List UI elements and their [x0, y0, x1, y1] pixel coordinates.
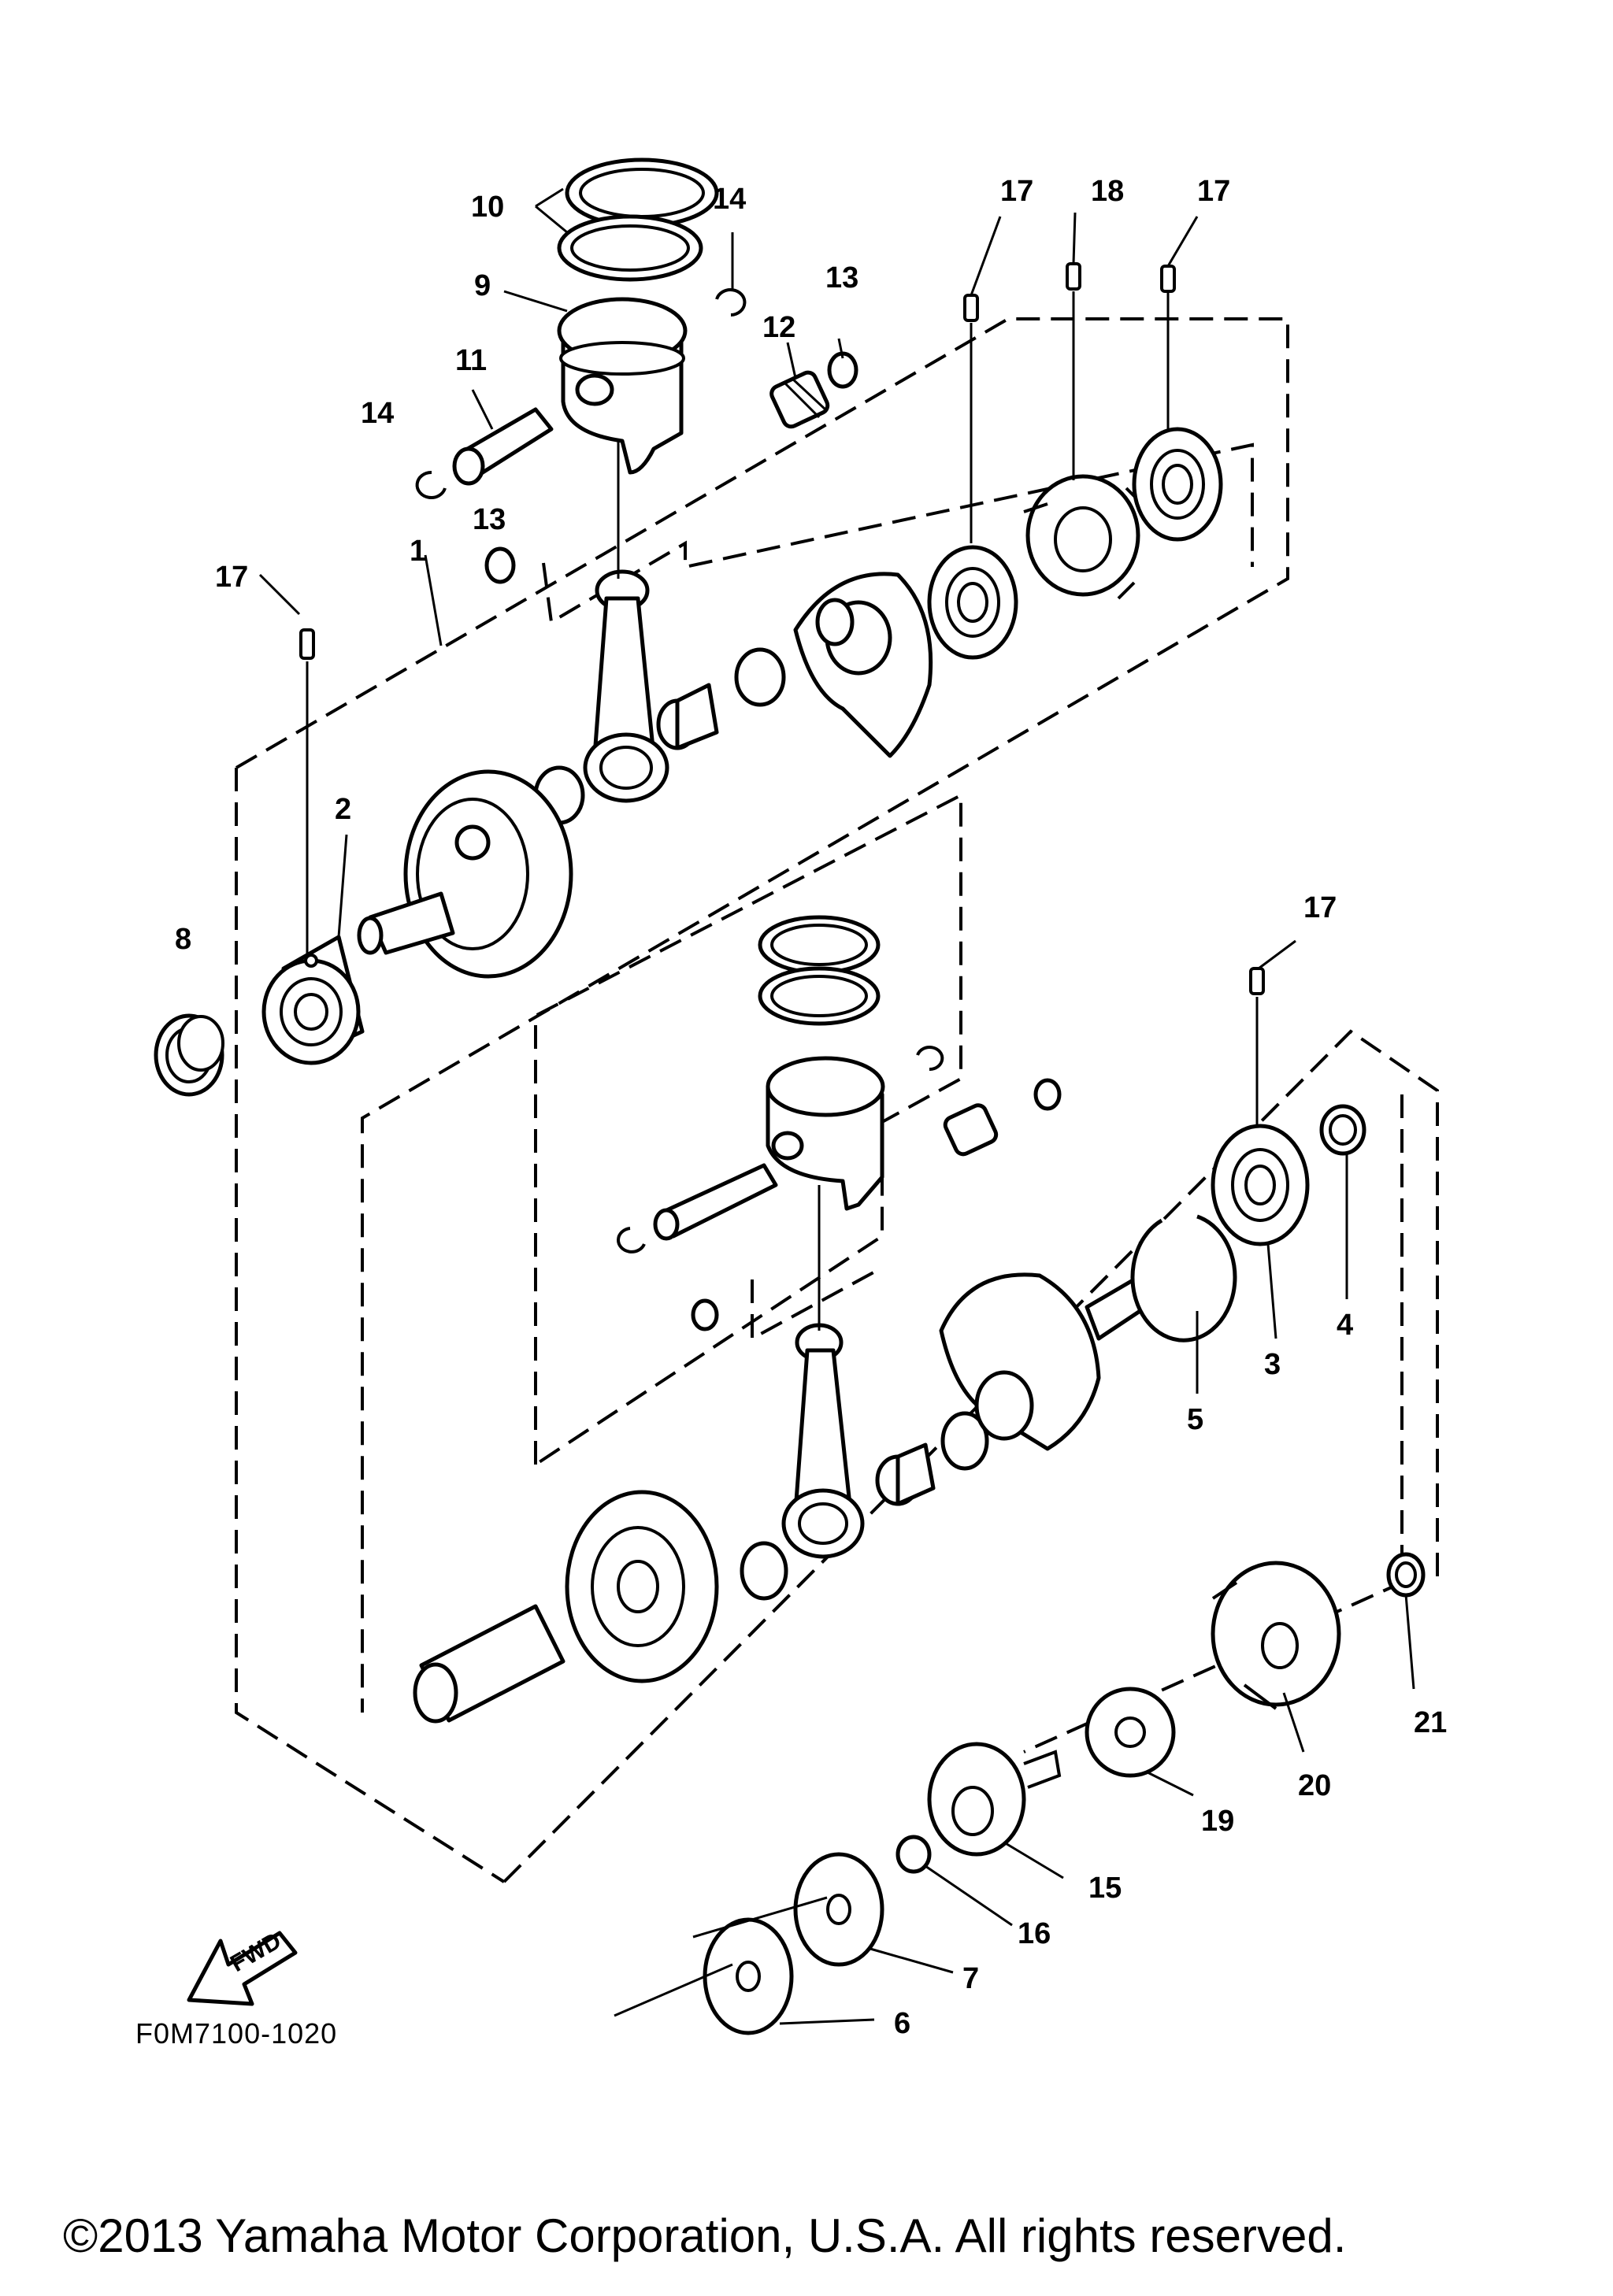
copyright-notice: ©2013 Yamaha Motor Corporation, U.S.A. A…: [63, 2209, 1346, 2262]
knock-pin-c: [1160, 265, 1176, 293]
washer-right: [827, 351, 858, 389]
callout-9: 9: [474, 269, 491, 302]
callout-19: 19: [1201, 1805, 1234, 1838]
piston: [557, 297, 688, 475]
callout-17-d: 17: [1303, 891, 1337, 924]
knock-pin-left: [299, 628, 315, 660]
o-ring: [895, 1835, 932, 1874]
bearing-upper-mid: [927, 545, 1018, 660]
callout-13-upper: 13: [825, 261, 858, 294]
callout-21: 21: [1414, 1706, 1447, 1739]
callout-20: 20: [1298, 1769, 1331, 1802]
main-bearing-left: [261, 935, 365, 1065]
callout-13-lower: 13: [473, 503, 506, 536]
bearing-upper-right: [1132, 427, 1223, 542]
callout-5: 5: [1187, 1403, 1203, 1436]
knock-pin-d: [1249, 967, 1265, 995]
callout-16: 16: [1018, 1917, 1051, 1950]
callout-1: 1: [410, 535, 426, 568]
washer-left: [484, 546, 516, 584]
thrust-washer-b: [734, 647, 786, 707]
collar: [1319, 1104, 1366, 1156]
needle-bearing-upper: [769, 370, 830, 429]
assembly-outline-upper: [235, 317, 1289, 1883]
thrust-washer-d: [940, 1411, 989, 1471]
connecting-rod-upper: [583, 569, 669, 803]
callout-17-a: 17: [1000, 175, 1033, 208]
callout-11: 11: [455, 344, 487, 377]
piston-ring-upper: [565, 157, 719, 228]
callout-14-left: 14: [361, 397, 394, 430]
callout-3: 3: [1264, 1348, 1281, 1381]
fwd-arrow-icon: FWD: [187, 1928, 298, 2006]
callout-leaders: [258, 187, 1415, 2025]
thrust-plate-6: [703, 1917, 794, 2035]
washer-lower-left: [691, 1298, 719, 1331]
callout-17-left: 17: [215, 561, 248, 594]
connecting-rod-lower: [781, 1323, 865, 1559]
circlip-right: [715, 288, 747, 317]
circlip-lower-right: [916, 1046, 944, 1072]
callout-14-right: 14: [713, 183, 746, 216]
piston-ring-lower: [557, 214, 703, 282]
crank-web-lower-right: [939, 1272, 1148, 1451]
callout-10: 10: [471, 191, 504, 224]
crank-web-left: [357, 769, 573, 979]
spacer-ring: [1386, 1552, 1426, 1598]
crank-pin-upper: [656, 683, 719, 750]
needle-bearing-lower: [943, 1103, 999, 1157]
bearing-lower: [1211, 1124, 1310, 1246]
drawing-code: F0M7100-1020: [135, 2017, 337, 2050]
callout-7: 7: [962, 1962, 979, 1995]
crank-pin-lower: [875, 1442, 936, 1506]
coupling-housing: [1211, 1561, 1341, 1710]
circlip-left: [415, 470, 447, 499]
thrust-washer-c: [740, 1541, 788, 1601]
callout-2: 2: [335, 793, 351, 826]
labyrinth-seal: [1023, 474, 1144, 600]
coupling-hub: [927, 1742, 1062, 1857]
circlip-large: [1130, 1214, 1237, 1342]
washer-lower-right: [1033, 1078, 1062, 1111]
callout-4: 4: [1337, 1309, 1353, 1342]
crank-web-right: [793, 572, 933, 758]
callout-17-c: 17: [1197, 175, 1230, 208]
knock-pin-b: [1066, 262, 1081, 291]
main-shaft-stub: [413, 1604, 565, 1724]
thrust-plate-7: [793, 1852, 884, 1967]
callout-18: 18: [1091, 175, 1124, 208]
crank-web-lower-left: [565, 1490, 719, 1683]
piston-lower: [766, 1056, 885, 1211]
piston-pin-lower: [653, 1163, 778, 1241]
callout-8: 8: [175, 923, 191, 956]
piston-pin: [452, 407, 554, 486]
damper-rubber: [1085, 1687, 1176, 1778]
callout-15: 15: [1088, 1872, 1122, 1905]
callout-6: 6: [894, 2007, 910, 2040]
callout-12: 12: [762, 311, 795, 344]
knock-pin-a: [963, 294, 979, 322]
circlip-lower-left: [617, 1227, 646, 1254]
oil-seal: [154, 1013, 224, 1097]
piston-rings-lower-pair: [758, 915, 881, 1026]
